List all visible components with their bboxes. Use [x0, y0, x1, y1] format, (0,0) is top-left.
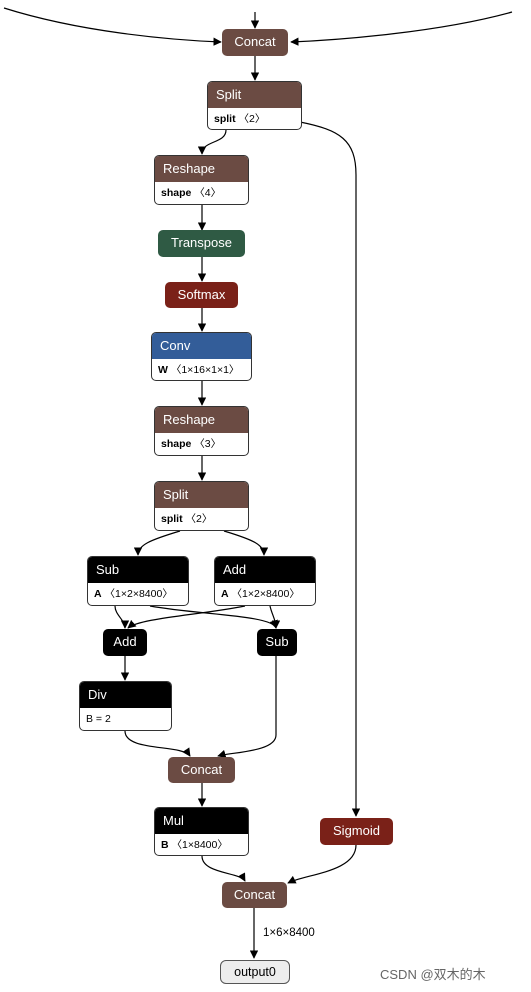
node-split-2[interactable]: Split split 〈2〉: [154, 481, 249, 531]
node-add-2[interactable]: Add: [103, 629, 147, 656]
attr-name: split: [161, 513, 183, 525]
attr-name: shape: [161, 438, 192, 450]
attr-name: shape: [161, 187, 192, 199]
attr-name: B: [161, 839, 169, 851]
node-div[interactable]: Div B = 2: [79, 681, 172, 731]
node-attribute: B 〈1×8400〉: [155, 834, 248, 855]
node-mul[interactable]: Mul B 〈1×8400〉: [154, 807, 249, 856]
attr-value: 〈1×2×8400〉: [231, 588, 300, 600]
node-attribute: split 〈2〉: [155, 508, 248, 530]
attr-value: 〈2〉: [185, 513, 213, 525]
attr-value: 〈2〉: [238, 113, 266, 125]
node-op-label: Concat: [233, 887, 276, 902]
node-op-label: Concat: [234, 34, 276, 49]
attr-value: 〈1×8400〉: [171, 839, 228, 851]
edge-add-sub: [269, 605, 281, 629]
output-label: output0: [234, 965, 276, 979]
node-op-label: Transpose: [171, 235, 232, 250]
node-attribute: A 〈1×2×8400〉: [215, 583, 315, 605]
node-op-label: Concat: [180, 762, 223, 777]
attr-name: A: [94, 588, 102, 600]
node-split-1[interactable]: Split split 〈2〉: [207, 81, 302, 130]
attr-value: 〈3〉: [194, 438, 222, 450]
node-op-label: Split: [208, 82, 301, 108]
node-op-label: Reshape: [155, 407, 248, 433]
node-op-label: Softmax: [177, 287, 226, 302]
node-attribute: W 〈1×16×1×1〉: [152, 359, 251, 380]
node-concat-top[interactable]: Concat: [222, 29, 288, 56]
edge-add-add: [127, 605, 246, 629]
node-add-1[interactable]: Add A 〈1×2×8400〉: [214, 556, 316, 606]
node-sub-2[interactable]: Sub: [257, 629, 297, 656]
node-attribute: shape 〈3〉: [155, 433, 248, 455]
attr-name: split: [214, 113, 236, 125]
node-output[interactable]: output0: [220, 960, 290, 984]
node-attribute: A 〈1×2×8400〉: [88, 583, 188, 605]
node-op-label: Reshape: [155, 156, 248, 182]
node-sub-1[interactable]: Sub A 〈1×2×8400〉: [87, 556, 189, 606]
attr-value: 〈1×16×1×1〉: [170, 364, 240, 376]
node-sigmoid[interactable]: Sigmoid: [320, 818, 393, 845]
node-op-label: Mul: [155, 808, 248, 834]
node-op-label: Div: [80, 682, 171, 708]
edge-split2-sub: [133, 530, 181, 556]
node-op-label: Add: [113, 634, 137, 649]
edge-in-left: [3, 7, 222, 46]
edge-shape-label: 1×6×8400: [263, 927, 315, 939]
node-op-label: Add: [215, 557, 315, 583]
edge-sub-concat: [217, 656, 277, 758]
node-op-label: Sigmoid: [333, 823, 380, 838]
node-reshape-1[interactable]: Reshape shape 〈4〉: [154, 155, 249, 205]
node-concat-final[interactable]: Concat: [222, 882, 287, 908]
attr-value: 〈1×2×8400〉: [104, 588, 173, 600]
node-op-label: Sub: [265, 634, 289, 649]
edge-sub-add: [114, 605, 130, 629]
edge-div-concat: [124, 730, 191, 757]
edge-sigmoid-concat: [287, 844, 357, 884]
attr-value: 〈4〉: [194, 187, 222, 199]
edge-split-sigmoid: [299, 121, 361, 817]
node-attribute: shape 〈4〉: [155, 182, 248, 204]
node-concat-mid[interactable]: Concat: [168, 757, 235, 783]
node-attribute: B = 2: [86, 713, 111, 725]
node-attribute: split 〈2〉: [208, 108, 301, 129]
attr-name: A: [221, 588, 229, 600]
edge-in-right: [290, 11, 513, 46]
edge-split-reshape: [197, 129, 227, 155]
attr-name: W: [158, 364, 168, 376]
node-transpose[interactable]: Transpose: [158, 230, 245, 257]
node-softmax[interactable]: Softmax: [165, 282, 238, 308]
edge-mul-concat: [201, 855, 246, 882]
watermark: CSDN @双木的木: [380, 967, 486, 982]
node-op-label: Sub: [88, 557, 188, 583]
edge-split2-add: [223, 530, 269, 556]
node-op-label: Conv: [152, 333, 251, 359]
node-conv[interactable]: Conv W 〈1×16×1×1〉: [151, 332, 252, 381]
node-reshape-2[interactable]: Reshape shape 〈3〉: [154, 406, 249, 456]
node-op-label: Split: [155, 482, 248, 508]
